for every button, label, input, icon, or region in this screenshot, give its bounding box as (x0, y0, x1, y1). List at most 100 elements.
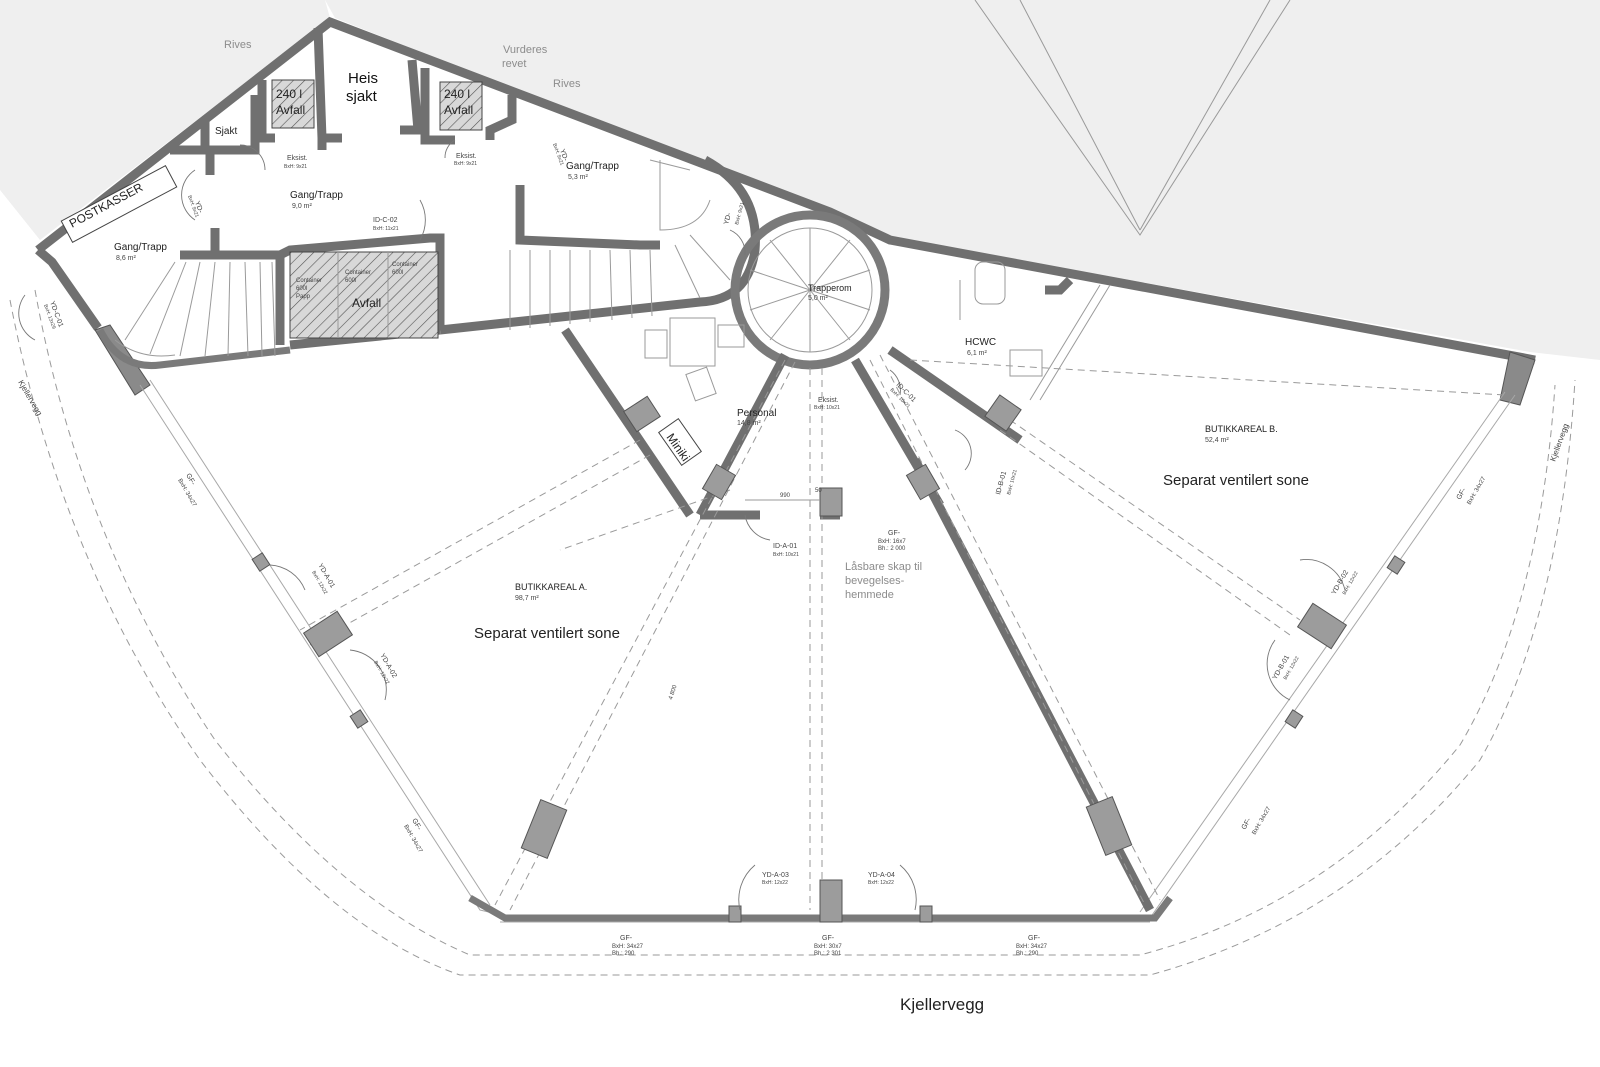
door-yda03: YD-A-03 (762, 872, 789, 879)
pier (1386, 555, 1406, 575)
window-gf-left-2: GF- (410, 818, 422, 833)
stair-curve-left (96, 328, 291, 370)
exterior-area-top-right (325, 0, 1600, 360)
column (302, 610, 354, 658)
window-gf-center-bh: Bh.: 2 000 (878, 546, 906, 552)
window-gf-right-1-size: BxH: 34x27 (1467, 476, 1488, 506)
room-hcwc: HCWC (965, 337, 996, 348)
label-container-1c: Papp (296, 294, 311, 300)
door-yd-mid: YD- (723, 211, 733, 225)
exterior-wall-left (35, 246, 102, 331)
label-sjakt: Sjakt (215, 126, 237, 137)
column (905, 463, 941, 501)
pier (349, 709, 369, 729)
miniki-box (658, 418, 702, 466)
room-gang-1-area: 8,6 m² (116, 255, 137, 262)
door-yd-top: YD- (558, 148, 569, 162)
window-gf-bottom-mid-bh: Bh.: 2 301 (814, 951, 842, 957)
room-butikkareal-a: BUTIKKAREAL A. (515, 582, 587, 592)
avfall-240-left (271, 79, 315, 129)
room-gang-3-area: 5,3 m² (568, 174, 589, 181)
sink (1009, 349, 1043, 377)
window-gf-bottom-left: GF- (620, 935, 633, 942)
note-rives-2: Rives (553, 78, 581, 90)
label-container-3b: 600l (392, 270, 403, 276)
wall-pier-right (1499, 351, 1536, 406)
wall-avfall-right (420, 68, 455, 145)
door-eksist-3: Eksist. (818, 397, 839, 404)
window-gf-bottom-right-bh: Bh.: 290 (1016, 951, 1039, 957)
dim-990: 990 (780, 493, 791, 499)
wall-stair-main (515, 185, 660, 250)
note-skap-1: Låsbare skap til (845, 561, 922, 573)
window-gf-right-2-size: BxH: 34x27 (1252, 806, 1273, 836)
door-yda03-size: BxH: 12x22 (762, 880, 788, 886)
column (1085, 795, 1133, 857)
label-container-2a: Container (345, 270, 371, 276)
window-gf-bottom-left-size: BxH: 34x27 (612, 944, 644, 950)
room-trapperom: Trapperom (808, 283, 852, 293)
label-kjellervegg-bottom: Kjellervegg (900, 995, 984, 1014)
dim-50: 50 (815, 488, 822, 494)
door-eksist-2: Eksist. (456, 153, 477, 160)
pier (728, 905, 742, 923)
pier (919, 905, 933, 923)
note-skap-2: bevegelses- (845, 575, 905, 587)
window-gf-center-size: BxH: 16x7 (878, 539, 906, 545)
stair-treads-main (509, 234, 731, 330)
label-container-1a: Container (296, 278, 322, 284)
pier (251, 552, 271, 572)
avfall-240-right (439, 81, 483, 131)
pier (1284, 709, 1304, 729)
room-butikkareal-a-area: 98,7 m² (515, 595, 539, 602)
facade-right (1149, 394, 1516, 919)
note-skap-3: hemmede (845, 589, 894, 601)
note-rives-1: Rives (224, 39, 252, 51)
column (984, 394, 1022, 432)
room-hcwc-area: 6,1 m² (967, 350, 988, 357)
room-personal-area: 14,8 m² (737, 420, 761, 427)
wall-avfall-left (257, 80, 275, 143)
note-revet: revet (502, 58, 526, 70)
room-butikkareal-b: BUTIKKAREAL B. (1205, 424, 1278, 434)
window-gf-bottom-left-bh: Bh.: 290 (612, 951, 635, 957)
window-gf-right-2: GF- (1241, 816, 1253, 831)
window-gf-bottom-right: GF- (1028, 935, 1041, 942)
door-yd-mid-size: BxH: 9x21 (734, 201, 746, 225)
label-container-2b: 600l (345, 278, 356, 284)
label-240-right: 240 l (444, 87, 470, 101)
window-gf-bottom-mid: GF- (822, 935, 835, 942)
door-ida01-size: BxH: 10x21 (773, 552, 799, 558)
dim-4800: 4 800 (668, 684, 679, 701)
door-ida01: ID-A-01 (773, 543, 797, 550)
column (819, 879, 843, 923)
window-gf-bottom-right-size: BxH: 34x27 (1016, 944, 1048, 950)
window-gf-bottom-mid-size: BxH: 30x7 (814, 944, 842, 950)
spiral-stair-wall (730, 210, 890, 370)
column (819, 487, 843, 517)
kjellervegg-outline (9, 299, 1576, 976)
wall-heis (400, 59, 423, 135)
door-eksist-3-size: BxH: 10x21 (814, 405, 840, 411)
label-heis: Heis (348, 70, 378, 87)
postkasser-box (60, 165, 178, 243)
door-idc02: ID-C-02 (373, 217, 398, 224)
door-idc02-size: BxH: 11x21 (373, 226, 399, 232)
exterior-wall-top (35, 16, 1536, 365)
column (1296, 602, 1348, 650)
label-container-1b: 600l (296, 286, 307, 292)
column (520, 798, 568, 860)
label-avfall: Avfall (352, 296, 381, 310)
door-eksist-1: Eksist. (287, 155, 308, 162)
label-sjakt-heis: sjakt (346, 88, 378, 105)
window-gf-right-1: GF- (1456, 486, 1468, 501)
room-gang-2-area: 9,0 m² (292, 203, 313, 210)
label-240-left: 240 l (276, 87, 302, 101)
zone-a-label: Separat ventilert sone (474, 625, 620, 642)
toilet (974, 261, 1006, 305)
door-swings (18, 139, 1346, 911)
spiral-stair-treads (749, 228, 871, 352)
note-vurderes: Vurderes (503, 44, 548, 56)
label-container-3a: Container (392, 262, 418, 268)
window-gf-center: GF- (888, 530, 901, 537)
